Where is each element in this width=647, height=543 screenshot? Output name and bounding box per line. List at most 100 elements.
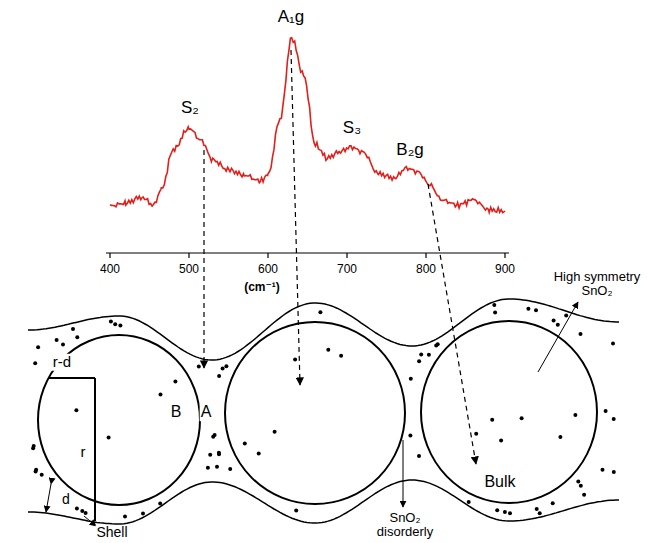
dashed-arrow (203, 150, 204, 368)
defect-dot (158, 502, 162, 506)
defect-dot (611, 342, 615, 346)
defect-dot (243, 442, 247, 446)
defect-dot (520, 416, 524, 420)
dashed-arrow (428, 184, 476, 464)
grain-ellipse (38, 335, 200, 505)
axis-tick (425, 253, 426, 258)
tick-label: 900 (494, 263, 516, 276)
tick-label: 800 (415, 263, 437, 276)
defect-dot (409, 377, 413, 381)
defect-dot (211, 435, 215, 439)
defect-dot (582, 493, 586, 497)
peak-label: S₂ (180, 99, 200, 118)
defect-dot (612, 417, 616, 421)
part-label: Shell (95, 525, 128, 540)
tick-label: 700 (336, 263, 358, 276)
radius-lines (49, 378, 95, 521)
axis-tick (267, 253, 268, 258)
grains (38, 322, 405, 505)
radius-line (49, 377, 95, 379)
defect-dot (467, 500, 471, 504)
tick-label: 600 (257, 263, 279, 276)
defect-dot (612, 470, 616, 474)
defect-dot (534, 308, 538, 312)
defect-dot (32, 444, 36, 448)
region-label: A (200, 403, 213, 421)
defect-dot (36, 345, 40, 349)
x-axis (106, 253, 509, 258)
grain-ellipse (225, 322, 405, 504)
defect-dot (107, 435, 111, 439)
defect-dot (109, 319, 113, 323)
axis-unit: (cm⁻¹) (243, 281, 281, 294)
defect-dots (31, 303, 616, 518)
defect-dot (604, 409, 608, 413)
defect-dot (208, 453, 212, 457)
defect-dot (34, 470, 38, 474)
defect-dot (257, 451, 261, 455)
axis-tick (346, 253, 347, 258)
defect-dot (417, 454, 421, 458)
tick-label: 400 (99, 263, 121, 276)
axis-tick (109, 253, 110, 258)
disorder-leader (403, 440, 404, 507)
defect-dot (573, 413, 577, 417)
axis-tick (504, 253, 505, 258)
defect-dot (75, 335, 79, 339)
dashed-arrow (291, 50, 300, 385)
defect-dot (40, 473, 44, 477)
leaders (46, 302, 578, 526)
defect-dot (197, 364, 201, 368)
defect-dot (552, 319, 556, 323)
defect-dot (215, 465, 219, 469)
defect-dot (141, 512, 145, 516)
peak-label: S₃ (342, 119, 362, 138)
defect-dot (273, 430, 277, 434)
defect-dot (503, 510, 507, 514)
defect-dot (74, 408, 78, 412)
defect-dot (601, 468, 605, 472)
defect-dot (173, 380, 177, 384)
defect-dot (576, 480, 580, 484)
defect-dot (159, 393, 163, 397)
defect-dot (113, 322, 117, 326)
defect-dot (564, 314, 568, 318)
defect-dot (508, 511, 512, 515)
defect-dot (492, 303, 496, 307)
defect-dot (495, 508, 499, 512)
peak-label: B₂g (395, 141, 424, 160)
defect-dot (294, 509, 298, 513)
dimension-label: d (61, 492, 71, 507)
defect-dot (339, 354, 343, 358)
defect-dot (526, 307, 530, 311)
defect-dot (551, 501, 555, 505)
shell-leader (84, 516, 96, 526)
defect-dot (579, 332, 583, 336)
defect-dot (84, 511, 88, 515)
defect-dot (434, 343, 438, 347)
defect-dot (217, 374, 221, 378)
defect-dot (474, 432, 478, 436)
region-label: B (170, 403, 183, 421)
shell-band (28, 299, 619, 524)
defect-dot (123, 514, 127, 518)
defect-dot (228, 467, 232, 471)
defect-dot (217, 451, 221, 455)
tick-label: 500 (178, 263, 200, 276)
defect-dot (318, 310, 322, 314)
defect-dot (493, 311, 497, 315)
defect-dot (71, 327, 75, 331)
defect-dot (419, 352, 423, 356)
region-label: Bulk (483, 473, 516, 491)
defect-dot (221, 367, 225, 371)
dimension-label: r-d (52, 354, 72, 371)
defect-dot (206, 466, 210, 470)
thickness-arrow (46, 484, 51, 512)
grain-ellipse (421, 321, 597, 503)
peak-arrows (204, 50, 476, 464)
defect-dot (535, 507, 539, 511)
defect-dot (326, 348, 330, 352)
radius-line (94, 378, 96, 521)
defect-dot (417, 359, 421, 363)
defect-dot (499, 439, 503, 443)
